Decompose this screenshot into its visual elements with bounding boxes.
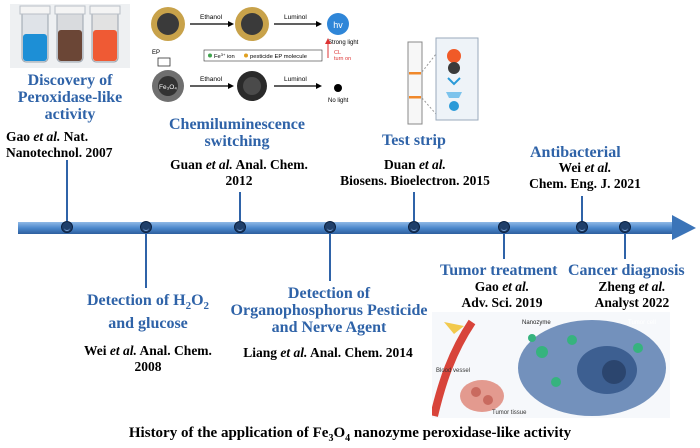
stem-2012 <box>239 192 241 221</box>
timeline-node-2014 <box>324 221 336 233</box>
stem-2014 <box>329 233 331 281</box>
tumor-treatment-illustration: Tumor tissue Blood vessel Tumor cell Nan… <box>430 312 670 418</box>
timeline-node-2019 <box>498 221 510 233</box>
stem-2021 <box>581 196 583 221</box>
svg-text:Luminol: Luminol <box>284 76 307 83</box>
svg-text:Fe3+ ion: Fe3+ ion <box>214 52 235 60</box>
event-2015-title: Test strip <box>382 132 446 149</box>
event-2022-ref: Zheng et al. Analyst 2022 <box>594 279 670 310</box>
event-2022-title: Cancer diagnosis <box>568 262 685 279</box>
strong-light-label: Strong light <box>328 40 359 46</box>
timeline-node-2007 <box>61 221 73 233</box>
tumor-cell-label: Tumor cell <box>628 320 656 326</box>
blood-vessel-label: Blood vessel <box>436 368 470 374</box>
event-2014-title: Detection of Organophosphorus Pesticide … <box>230 285 428 336</box>
event-2008-ref: Wei et al. Anal. Chem. 2008 <box>84 343 212 374</box>
fe3o4-core-label: Fe₃O₄ <box>159 84 177 91</box>
event-2012-title: Chemiluminescence switching <box>169 116 305 150</box>
svg-text:CL: CL <box>334 50 341 56</box>
event-2007-ref: Gao et al. Nat. Nanotechnol. 2007 <box>6 129 113 160</box>
timeline-node-2012 <box>234 221 246 233</box>
ep-label: EP <box>152 50 160 56</box>
svg-text:turn on: turn on <box>334 56 351 62</box>
timeline-node-2021 <box>576 221 588 233</box>
test-strip-image <box>402 28 502 128</box>
event-2021-title: Antibacterial <box>530 144 621 161</box>
hv-label: hv <box>333 20 343 30</box>
stem-2007 <box>66 160 68 221</box>
timeline-node-2022 <box>619 221 631 233</box>
stem-2019 <box>503 233 505 259</box>
event-2007-title: Discovery of Peroxidase-like activity <box>17 72 123 123</box>
stem-2022 <box>624 233 626 259</box>
figure-caption: History of the application of Fe3O4 nano… <box>128 425 572 444</box>
event-2021-ref: Wei et al. Chem. Eng. J. 2021 <box>529 160 641 191</box>
event-2015-ref: Duan et al. Biosens. Bioelectron. 2015 <box>340 157 490 188</box>
pesticide-label: pesticide EP molecule <box>250 54 307 60</box>
stem-2015 <box>413 192 415 221</box>
timeline-arrow <box>0 214 700 240</box>
stem-2008 <box>145 233 147 288</box>
chemiluminescence-scheme: hv Ethanol Luminol Strong light Fe3+ ion… <box>148 2 370 112</box>
tumor-tissue-label: Tumor tissue <box>492 410 527 416</box>
ethanol-top-label: Ethanol <box>200 14 223 21</box>
event-2012-ref: Guan et al. Anal. Chem. 2012 <box>170 157 308 188</box>
luminol-top-label: Luminol <box>284 14 307 21</box>
vials-image <box>10 4 130 68</box>
svg-text:Ethanol: Ethanol <box>200 76 223 83</box>
svg-text:No light: No light <box>328 98 349 104</box>
nanozyme-label: Nanozyme <box>522 320 551 326</box>
timeline-node-2008 <box>140 221 152 233</box>
event-2019-title: Tumor treatment <box>440 262 558 279</box>
timeline-node-2015 <box>408 221 420 233</box>
event-2008-title: Detection of H2O2 and glucose <box>86 292 210 333</box>
event-2014-ref: Liang et al. Anal. Chem. 2014 <box>243 345 413 360</box>
event-2019-ref: Gao et al. Adv. Sci. 2019 <box>461 279 543 310</box>
